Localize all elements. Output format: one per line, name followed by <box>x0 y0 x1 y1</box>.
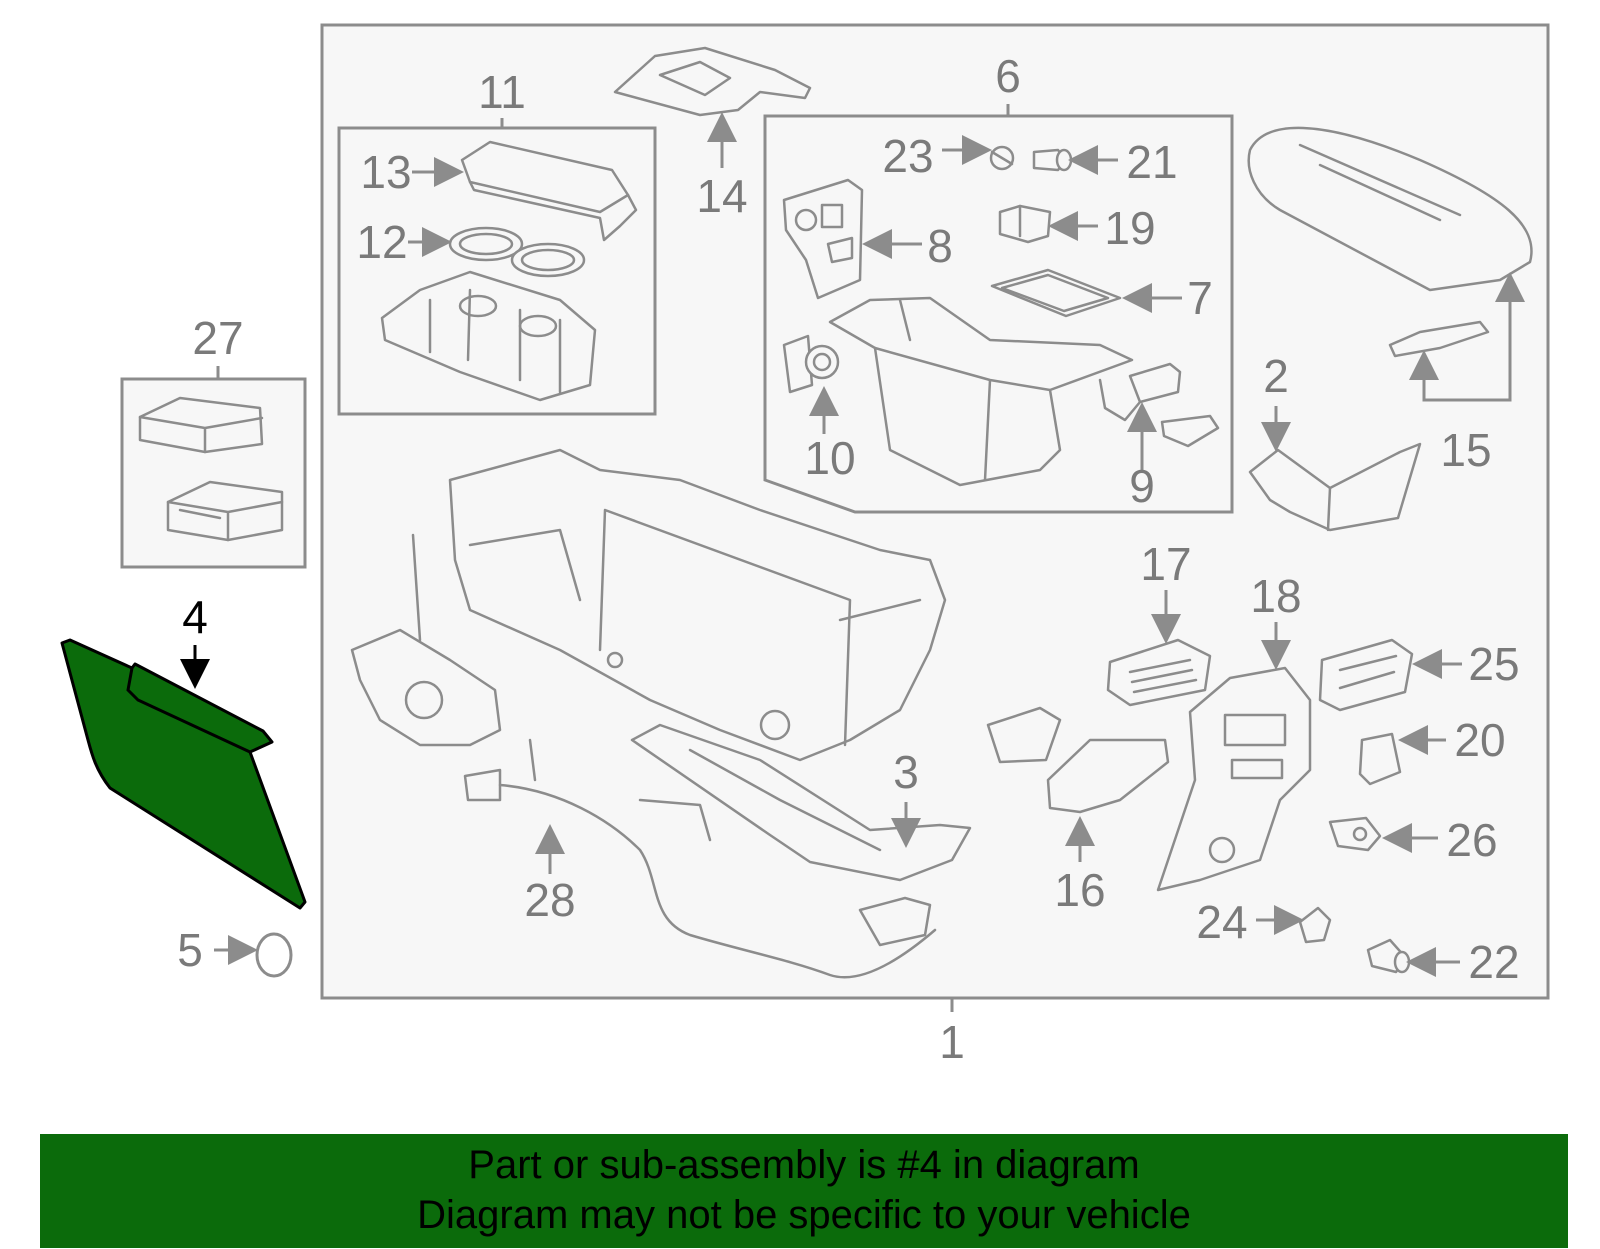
callout-3: 3 <box>893 746 919 798</box>
callout-16: 16 <box>1054 864 1105 916</box>
info-banner: Part or sub-assembly is #4 in diagram Di… <box>40 1134 1568 1248</box>
callout-28: 28 <box>524 874 575 926</box>
banner-line-2: Diagram may not be specific to your vehi… <box>417 1193 1191 1237</box>
part-19-switch[interactable] <box>998 204 1052 244</box>
part-27-modules[interactable] <box>138 396 284 542</box>
part-6-storage-bin[interactable] <box>828 296 1134 487</box>
part-21-bulb[interactable] <box>1032 148 1073 172</box>
part-8-bezel[interactable] <box>782 178 864 300</box>
part-16-bracket[interactable] <box>986 706 1170 814</box>
callout-18: 18 <box>1250 570 1301 622</box>
part-9-harness[interactable] <box>1098 362 1220 448</box>
part-10-outlet[interactable] <box>782 334 840 394</box>
banner-line-1: Part or sub-assembly is #4 in diagram <box>468 1143 1140 1187</box>
callout-13: 13 <box>360 146 411 198</box>
callout-26: 26 <box>1446 814 1497 866</box>
callout-9: 9 <box>1129 460 1155 512</box>
part-11-cupholder[interactable] <box>380 270 597 402</box>
callout-4: 4 <box>182 591 208 643</box>
callout-11: 11 <box>478 66 526 118</box>
callout-1: 1 <box>939 1016 965 1068</box>
console-body[interactable] <box>448 448 947 762</box>
part-23-clip[interactable] <box>989 145 1015 171</box>
part-24-clip[interactable] <box>1298 906 1332 944</box>
callout-6: 6 <box>995 50 1021 102</box>
part-5-plug[interactable] <box>255 932 293 978</box>
callout-5: 5 <box>177 924 203 976</box>
part-15-armrest[interactable] <box>1247 126 1533 358</box>
callout-21: 21 <box>1126 136 1177 188</box>
callout-15: 15 <box>1440 424 1491 476</box>
callout-17: 17 <box>1140 538 1191 590</box>
part-20-module[interactable] <box>1358 732 1402 786</box>
callout-14: 14 <box>696 170 747 222</box>
callout-7: 7 <box>1187 272 1213 324</box>
callout-19: 19 <box>1104 202 1155 254</box>
part-28-harness[interactable] <box>463 738 937 979</box>
callout-25: 25 <box>1468 638 1519 690</box>
part-7-mat[interactable] <box>990 268 1122 318</box>
callout-27: 27 <box>192 312 243 364</box>
part-3-trim[interactable] <box>630 723 972 882</box>
part-26-connector[interactable] <box>1328 816 1382 852</box>
callout-2: 2 <box>1263 350 1289 402</box>
part-17-vent[interactable] <box>1106 638 1212 707</box>
callout-23: 23 <box>882 130 933 182</box>
callout-12: 12 <box>356 216 407 268</box>
callout-20: 20 <box>1454 714 1505 766</box>
callout-8: 8 <box>927 220 953 272</box>
shifter-assembly[interactable] <box>350 533 502 747</box>
part-25-control[interactable] <box>1318 638 1414 712</box>
callout-22: 22 <box>1468 936 1519 988</box>
part-13-lid[interactable] <box>460 140 638 242</box>
callout-10: 10 <box>804 432 855 484</box>
part-2-panel[interactable] <box>1248 442 1422 532</box>
part-18-rear-panel[interactable] <box>1156 666 1312 892</box>
part-22-bulb[interactable] <box>1366 938 1411 974</box>
part-4-liner[interactable] <box>60 638 307 910</box>
callout-24: 24 <box>1196 896 1247 948</box>
